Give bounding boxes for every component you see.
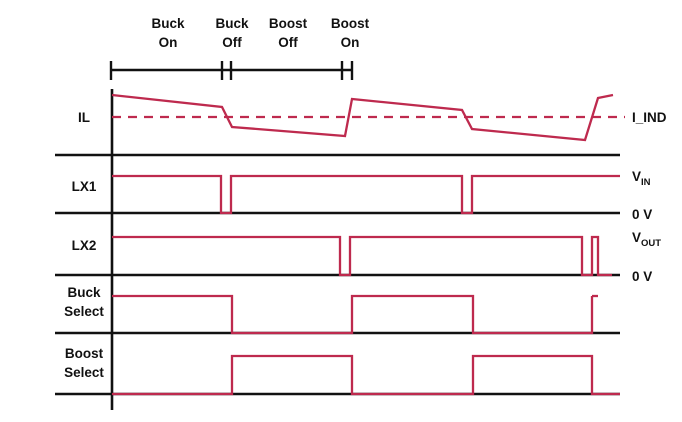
waveform-lx2: VOUT 0 V (112, 230, 661, 284)
phase-label-boost-off-line1: Boost (269, 16, 308, 31)
boost-select-trace (112, 354, 620, 396)
phase-label-boost-on-line2: On (341, 35, 360, 50)
row-label-boost-select-line2: Select (64, 365, 104, 380)
row-label-buck-select-line2: Select (64, 304, 104, 319)
vout-subscript: OUT (641, 238, 661, 249)
lx2-trace (112, 235, 612, 277)
waveform-boost-select (112, 354, 620, 396)
buck-select-trace (112, 294, 594, 335)
phase-label-buck-on-line2: On (159, 35, 178, 50)
row-label-il: IL (78, 110, 90, 125)
waveform-il: I_IND (111, 93, 667, 142)
phase-label-group: Buck On Buck Off Boost Off Boost On (151, 16, 369, 50)
phase-axis (109, 61, 354, 80)
vout-base: V (632, 230, 641, 245)
vin-subscript: IN (641, 177, 651, 188)
level-label-i-ind: I_IND (632, 110, 667, 125)
row-label-lx2: LX2 (72, 238, 97, 253)
row-label-lx1: LX1 (72, 179, 97, 194)
phase-label-buck-off-line1: Buck (215, 16, 249, 31)
row-label-buck-select-line1: Buck (67, 285, 101, 300)
phase-label-buck-on-line1: Buck (151, 16, 185, 31)
lx1-trace (112, 174, 620, 215)
waveform-buck-select (112, 294, 598, 335)
il-current-trace (111, 93, 614, 142)
level-label-vout: VOUT (632, 230, 661, 249)
phase-label-boost-off-line2: Off (278, 35, 298, 50)
level-label-lx1-zero: 0 V (632, 207, 652, 222)
grid-lines (55, 89, 620, 410)
phase-label-boost-on-line1: Boost (331, 16, 370, 31)
row-label-boost-select-line1: Boost (65, 346, 104, 361)
level-label-lx2-zero: 0 V (632, 269, 652, 284)
row-label-group: IL LX1 LX2 Buck Select Boost Select (64, 110, 104, 380)
phase-label-buck-off-line2: Off (222, 35, 242, 50)
vin-base: V (632, 169, 641, 184)
level-label-vin: VIN (632, 169, 651, 188)
waveform-lx1: VIN 0 V (112, 169, 652, 222)
